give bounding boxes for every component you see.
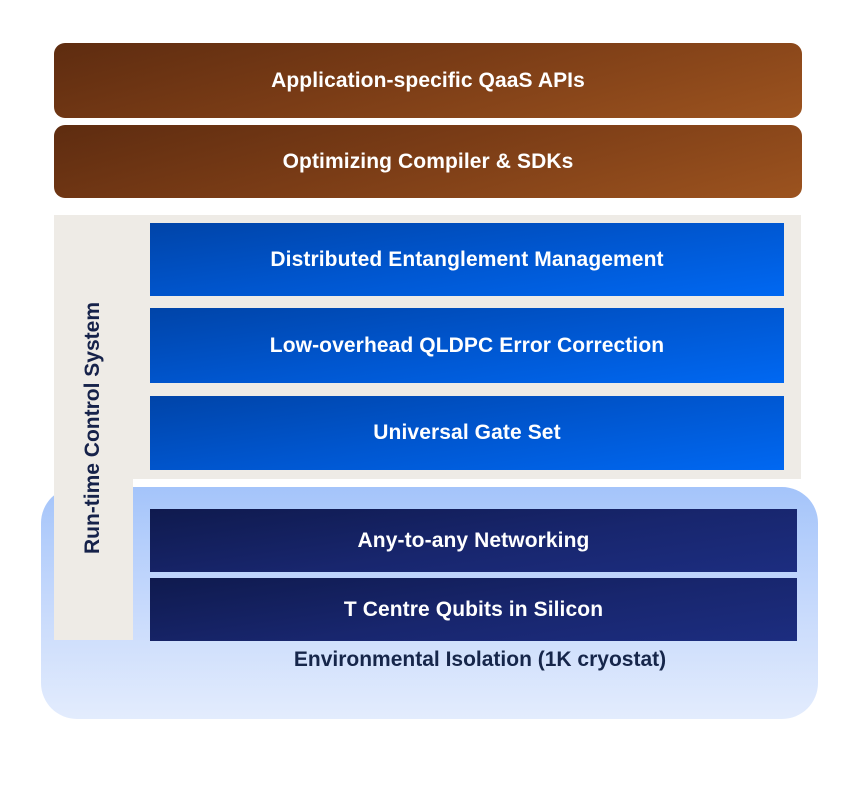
layer-label: Universal Gate Set — [373, 421, 561, 444]
layer-label: Any-to-any Networking — [357, 528, 590, 552]
layer-compiler-sdks: Optimizing Compiler & SDKs — [54, 125, 802, 198]
layer-entanglement-management: Distributed Entanglement Management — [150, 223, 784, 296]
layer-qaas-apis: Application-specific QaaS APIs — [54, 43, 802, 118]
control-system-label: Run-time Control System — [81, 301, 105, 554]
layer-t-centre-qubits: T Centre Qubits in Silicon — [150, 578, 797, 641]
control-system-label-container: Run-time Control System — [54, 215, 133, 640]
layer-error-correction: Low-overhead QLDPC Error Correction — [150, 308, 784, 383]
layer-label: Distributed Entanglement Management — [270, 247, 664, 271]
layer-networking: Any-to-any Networking — [150, 509, 797, 572]
layer-label: Optimizing Compiler & SDKs — [282, 149, 574, 173]
layer-universal-gate-set: Universal Gate Set — [150, 396, 784, 470]
layer-label: T Centre Qubits in Silicon — [343, 597, 604, 621]
environmental-isolation-label: Environmental Isolation (1K cryostat) — [293, 648, 667, 671]
control-system-panel-side — [54, 479, 133, 640]
layer-label: Low-overhead QLDPC Error Correction — [269, 333, 665, 357]
layer-label: Application-specific QaaS APIs — [271, 68, 585, 92]
